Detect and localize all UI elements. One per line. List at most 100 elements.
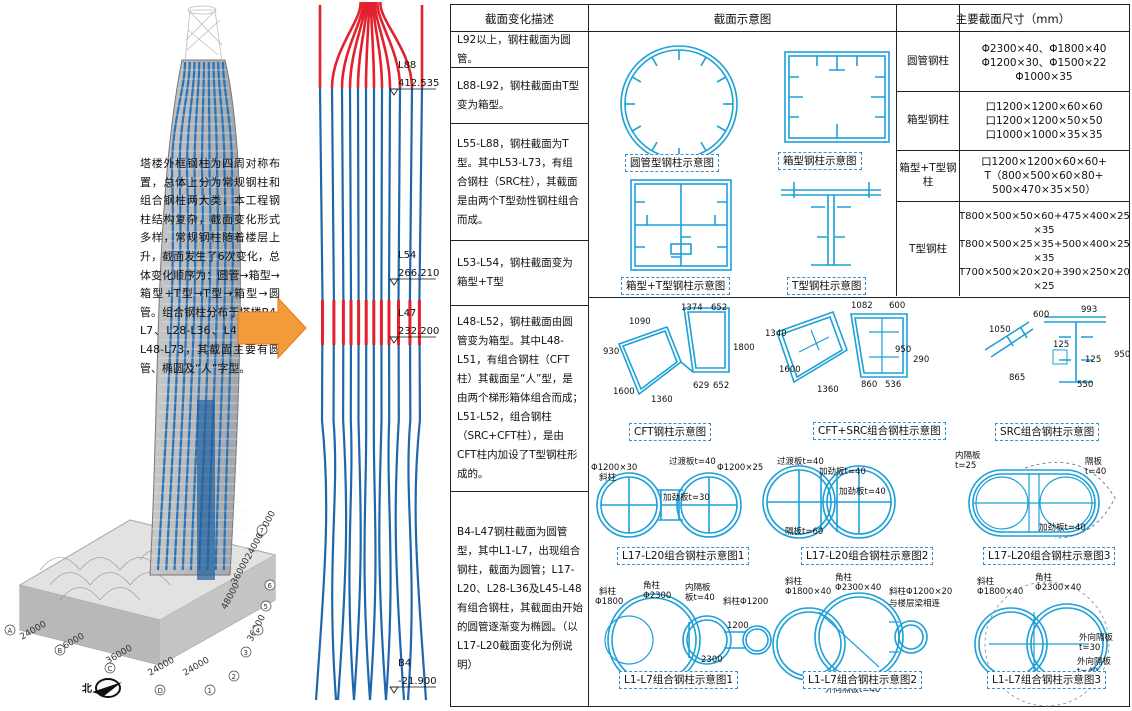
svg-text:北: 北 [82,682,92,695]
elevation-marker-icon [389,278,399,286]
l17-section-3 [968,461,1116,539]
row-description: L55-L88，钢柱截面为T型。其中L53-L73，有组合钢柱（SRC柱），其截… [457,137,579,226]
elevation-column [336,87,348,701]
tower-column [173,61,196,571]
svg-text:加劲板t=40: 加劲板t=40 [819,466,866,477]
caption: L17-L20组合钢柱示意图1 [617,547,750,565]
svg-text:角柱: 角柱 [835,572,853,583]
svg-text:Φ1200×25: Φ1200×25 [717,463,763,473]
tower-column [156,61,187,571]
svg-text:斜柱: 斜柱 [785,576,803,587]
grid-bubble-label: 1 [208,687,212,695]
svg-text:加劲板t=40: 加劲板t=40 [1039,522,1086,533]
table-divider [588,5,589,706]
rib [700,56,707,67]
svg-text:内隔板: 内隔板 [955,450,981,461]
elevation-level: L54 [398,250,416,261]
elevation-column [314,87,328,701]
header-description: 截面变化描述 [485,12,554,26]
grid-bubble [204,684,216,696]
box-t-section [630,179,732,271]
t-section [781,182,881,266]
rib [700,141,707,152]
svg-text:1340: 1340 [765,329,787,339]
svg-text:290: 290 [913,355,929,365]
cft-section [617,307,730,396]
grid-bubble [54,644,66,656]
svg-text:1800: 1800 [733,343,755,353]
svg-text:2300: 2300 [701,655,723,665]
elevation-level: L47 [398,308,416,319]
rib [716,76,727,83]
svg-text:与楼层梁相连: 与楼层梁相连 [889,598,941,609]
svg-text:隔板: 隔板 [1085,456,1103,467]
grid-bubble-label: C [108,665,113,673]
svg-text:652: 652 [713,381,729,391]
caption: L1-L7组合钢柱示意图1 [619,671,739,689]
elevation-column [406,87,414,701]
l17-section-2 [762,465,896,539]
caption: SRC组合钢柱示意图 [995,423,1100,441]
elevation-value: -21.900 [398,676,437,687]
svg-text:865: 865 [1009,373,1025,383]
elevation-column [414,87,428,701]
svg-text:125: 125 [1085,355,1101,365]
svg-text:1600: 1600 [779,365,801,375]
svg-text:1360: 1360 [651,395,673,405]
rib [651,141,658,152]
section-name: T型钢柱 [909,243,947,255]
caption: L17-L20组合钢柱示意图3 [983,547,1116,565]
caption: 圆管型钢柱示意图 [625,154,719,172]
grid-bubble-label: D [158,687,163,695]
grid-bubble [252,624,264,636]
svg-text:t=30: t=30 [1079,643,1100,653]
tower-column [181,61,201,571]
grid-bubble [260,600,272,612]
row-description: L92以上，钢柱截面为圆管。 [457,33,571,65]
svg-text:1200: 1200 [727,621,749,631]
elevation-crown-red [369,1,376,89]
elevation-crown-red [373,1,392,89]
elevation-level: L88 [398,60,416,71]
section-diagrams: 1374 652 1800 629 652 1600 930 1090 1360… [591,45,1129,707]
header-dimensions: 主要截面尺寸（mm） [955,12,1071,26]
elevation-crown-red [376,1,402,89]
svg-text:1360: 1360 [817,385,839,395]
section-name: 箱型+T型钢柱 [899,162,957,188]
elevation-column [348,87,356,701]
section-name: 圆管钢柱 [907,55,949,67]
grid-bubble-label: B [58,647,63,655]
rib [716,125,727,132]
svg-text:内隔板: 内隔板 [685,582,711,593]
svg-text:860: 860 [861,380,877,390]
elevation-crown-red [364,1,371,89]
grid-bubble [256,524,268,536]
section-table: 截面变化描述 截面示意图 主要截面尺寸（mm） L92以上，钢柱截面为圆管。 L… [450,4,1130,707]
elevation-value: 232.200 [398,326,439,337]
svg-text:950: 950 [1114,350,1129,360]
caption: T型钢柱示意图 [787,277,867,295]
caption: L1-L7组合钢柱示意图3 [987,671,1107,689]
svg-text:斜柱Φ1200: 斜柱Φ1200 [723,596,768,607]
svg-text:950: 950 [895,345,911,355]
grid-bubble [264,579,276,591]
arrow-right-icon [237,296,307,360]
elevation-crown-red [379,1,414,89]
svg-text:1082: 1082 [851,301,873,311]
svg-text:Φ1800×40: Φ1800×40 [785,587,831,597]
elevation-marker-icon [389,336,399,344]
svg-text:Φ1800: Φ1800 [595,597,623,607]
svg-text:加劲板t=30: 加劲板t=30 [663,492,710,503]
svg-text:550: 550 [1077,380,1093,390]
caption: 箱型钢柱示意图 [778,152,862,170]
svg-text:536: 536 [885,380,901,390]
svg-text:斜柱: 斜柱 [977,576,995,587]
elevation-column [384,87,392,701]
caption: L1-L7组合钢柱示意图2 [803,671,923,689]
grid-bubble [228,670,240,682]
svg-text:外向隔板t=40: 外向隔板t=40 [825,684,880,695]
grid-bubble [240,646,252,658]
tower-column [221,61,235,571]
